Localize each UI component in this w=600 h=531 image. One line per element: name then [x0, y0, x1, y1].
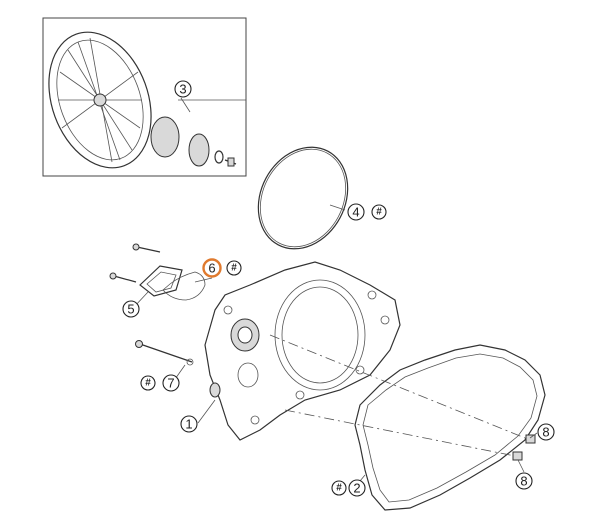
leader-lines: [133, 97, 538, 488]
callout-7: # 7: [140, 374, 180, 392]
callout-8a-label: 8: [542, 425, 549, 440]
callout-3: 3: [174, 80, 192, 98]
callout-8-upper: 8: [537, 423, 555, 441]
callout-4: 4 #: [347, 203, 387, 221]
callout-5: 5: [122, 300, 140, 318]
bracket-and-bolts: [109, 243, 206, 301]
callout-3-label: 3: [179, 82, 186, 97]
callout-2-label: 2: [353, 481, 360, 496]
callout-4-label: 4: [352, 205, 359, 220]
callout-6: 6 #: [202, 258, 242, 278]
callout-1: 1: [180, 415, 198, 433]
o-ring: [257, 146, 349, 250]
gasket: [354, 344, 546, 511]
dowel-pins: [269, 334, 536, 461]
callout-6-marker: #: [231, 263, 237, 274]
callout-8b-label: 8: [520, 474, 527, 489]
callout-1-label: 1: [185, 417, 192, 432]
callout-8-lower: 8: [515, 472, 533, 490]
callout-5-label: 5: [127, 302, 134, 317]
callout-2: # 2: [331, 479, 366, 497]
engine-cover-housing: [204, 261, 401, 441]
callout-7-label: 7: [167, 376, 174, 391]
callout-6-label: 6: [208, 261, 215, 276]
callout-4-marker: #: [376, 207, 382, 218]
inset-cover-assembly: [42, 17, 247, 177]
long-bolt: [135, 340, 194, 366]
callout-7-marker: #: [145, 378, 151, 389]
callout-2-marker: #: [336, 483, 342, 494]
